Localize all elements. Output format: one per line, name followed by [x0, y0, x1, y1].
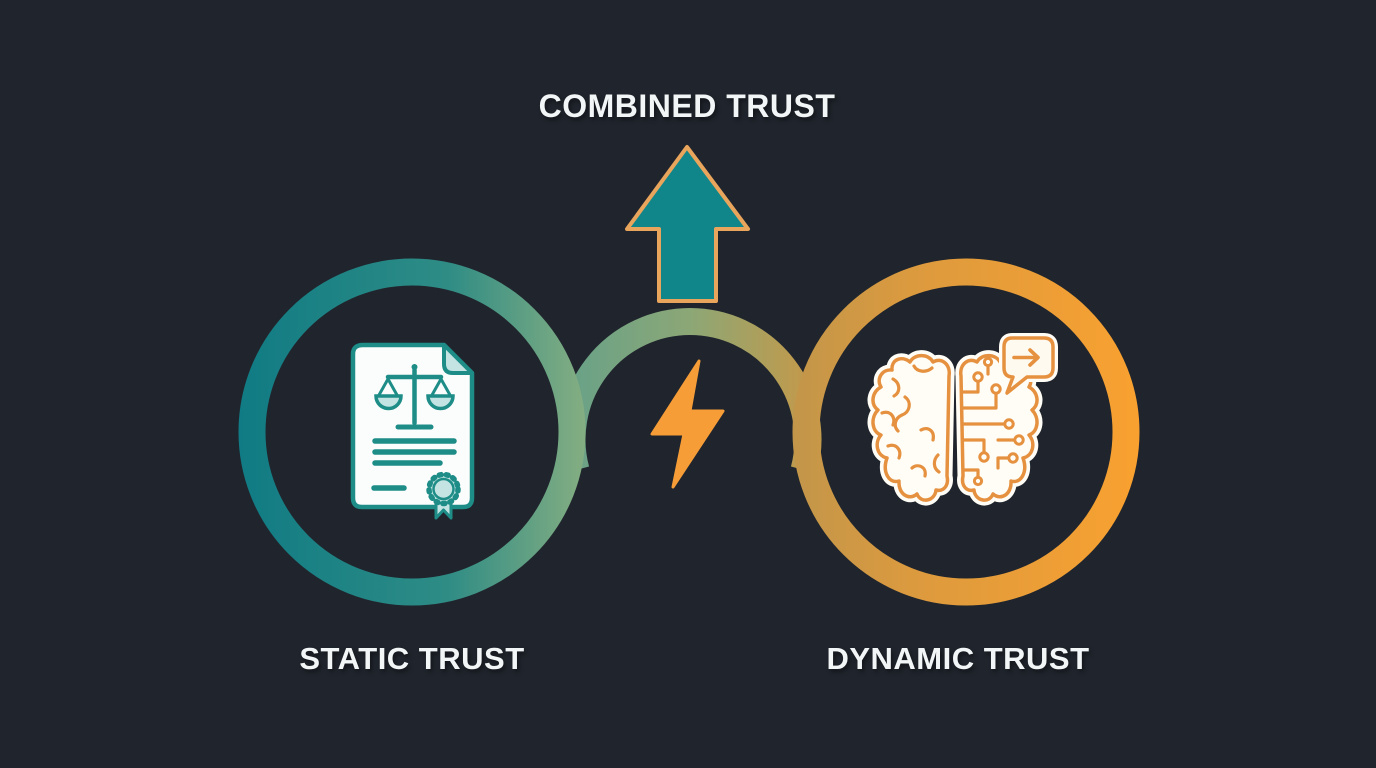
certificate-text-lines	[371, 438, 457, 491]
certificate-icon	[350, 342, 475, 520]
dynamic-trust-ring	[792, 258, 1140, 606]
lightning-bolt-icon	[650, 359, 725, 489]
scales-of-justice-icon	[374, 364, 455, 430]
brain-circuit-nodes	[972, 356, 1025, 487]
brain-gyri-lines	[880, 364, 941, 478]
certificate-folded-corner	[442, 343, 474, 375]
static-trust-label: STATIC TRUST	[299, 641, 525, 676]
brain-circuit-traces	[961, 365, 1016, 479]
circuit-brain-icon	[867, 333, 1058, 506]
speech-bubble-icon	[999, 333, 1058, 398]
static-trust-ring	[238, 258, 586, 606]
certificate-seal-icon	[426, 471, 461, 520]
up-arrow-icon	[625, 145, 750, 303]
combined-trust-title: COMBINED TRUST	[538, 88, 836, 124]
dynamic-trust-label: DYNAMIC TRUST	[826, 641, 1090, 676]
right-arrow-icon	[1012, 348, 1040, 367]
brain-left-hemisphere	[871, 353, 951, 502]
